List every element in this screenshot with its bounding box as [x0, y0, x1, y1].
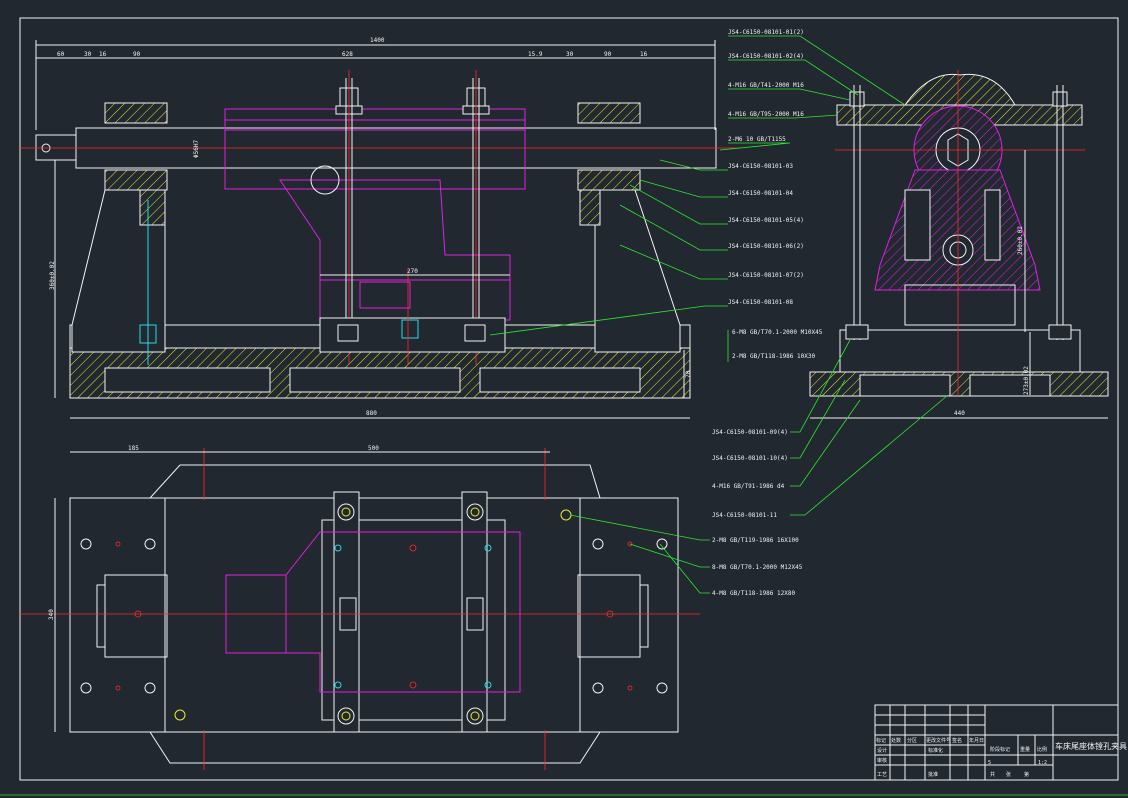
- drawing-frame: [19, 17, 1119, 781]
- dim-plan-h: 340: [48, 609, 55, 620]
- tb-date: 年月日: [969, 737, 984, 744]
- dim-d1: 60: [57, 51, 65, 58]
- dim-side-width: 440: [954, 410, 965, 417]
- dim-bore-dia: Φ56H7: [193, 140, 200, 158]
- part-label-11: JS4-C6150-08101-08: [728, 299, 793, 306]
- tb-sheets: 共: [990, 771, 995, 778]
- tb-sheet: 张: [1006, 771, 1011, 778]
- dim-d2: 30: [84, 51, 92, 58]
- part-label-5: 2-M6 10 GB/T1155: [728, 136, 786, 143]
- tb-process: 工艺: [877, 772, 887, 778]
- tb-change: 更改文件号: [926, 737, 951, 744]
- dim-d4: 90: [133, 51, 141, 58]
- plan-label-1: 2-M8 GB/T119-1986 16X100: [712, 537, 799, 544]
- part-label-8: JS4-C6150-08101-05(4): [728, 217, 804, 224]
- dim-bore: 270: [407, 268, 418, 275]
- part-label-1: JS4-C6150-08101-01(2): [728, 29, 804, 36]
- tb-zone: 分区: [907, 737, 917, 744]
- plan-label-2: 8-M8 GB/T70.1-2000 M12X45: [712, 564, 803, 571]
- tb-mark: 标记: [876, 737, 886, 744]
- part-label-7: JS4-C6150-08101-04: [728, 190, 793, 197]
- dim-height-left: 360±0.02: [49, 261, 56, 290]
- tb-std: 标准化: [928, 747, 943, 754]
- dim-side-height: 260±0.02: [1017, 226, 1024, 255]
- tb-review: 审核: [877, 757, 887, 764]
- tb-count: 处数: [891, 737, 901, 744]
- tb-of: 第: [1024, 771, 1029, 778]
- leader-lines: [489, 35, 949, 594]
- dim-d6: 15.9: [528, 51, 543, 58]
- dim-side-low: 273±0.02: [1023, 366, 1030, 395]
- part-label-10: JS4-C6150-08101-07(2): [728, 272, 804, 279]
- drawing-title: 车床尾座体镗孔夹具: [1055, 741, 1127, 751]
- front-view: [20, 40, 740, 419]
- dim-d3: 16: [99, 51, 107, 58]
- dim-overall-top: 1400: [370, 37, 385, 44]
- title-block: [874, 704, 1119, 781]
- part-label-lower-4: JS4-C6150-08101-11: [712, 512, 777, 519]
- part-label-6: JS4-C6150-08101-03: [728, 163, 793, 170]
- part-label-lower-1: JS4-C6150-08101-09(4): [712, 429, 788, 436]
- plan-view: [20, 448, 700, 770]
- part-label-2: JS4-C6150-08101-02(4): [728, 53, 804, 60]
- dim-base-h: 70: [685, 370, 692, 378]
- plan-label-3: 4-M8 GB/T118-1986 12X80: [712, 590, 795, 597]
- dim-plan-d2: 500: [368, 445, 379, 452]
- part-label-12: 6-M8 GB/T70.1-2000 M10X45: [732, 329, 823, 336]
- dim-base-width: 880: [366, 410, 377, 417]
- tb-approve: 批准: [928, 771, 938, 778]
- side-view: [809, 70, 1109, 419]
- tb-scale: 1:2: [1038, 760, 1047, 766]
- tb-weight: 重量: [1020, 746, 1030, 753]
- part-label-lower-3: 4-M16 GB/T91-1986 d4: [712, 483, 785, 490]
- dim-d5: 628: [342, 51, 353, 58]
- part-label-3: 4-M16 GB/T41-2000 M16: [728, 82, 804, 89]
- tb-stage: 阶段标记: [990, 746, 1010, 753]
- part-label-13: 2-M8 GB/T118-1986 10X30: [732, 353, 815, 360]
- part-label-4: 4-M16 GB/T95-2000 M16: [728, 111, 804, 118]
- tb-sign: 签名: [952, 737, 962, 744]
- dim-d7: 30: [566, 51, 574, 58]
- tb-ratio: 比例: [1037, 746, 1047, 753]
- tb-sheet-count: 5: [988, 760, 991, 766]
- part-label-9: JS4-C6150-08101-06(2): [728, 243, 804, 250]
- dim-d8: 90: [604, 51, 612, 58]
- dim-plan-d1: 185: [128, 445, 139, 452]
- part-label-lower-2: JS4-C6150-08101-10(4): [712, 455, 788, 462]
- dim-d9: 16: [640, 51, 648, 58]
- tb-design: 设计: [877, 747, 887, 754]
